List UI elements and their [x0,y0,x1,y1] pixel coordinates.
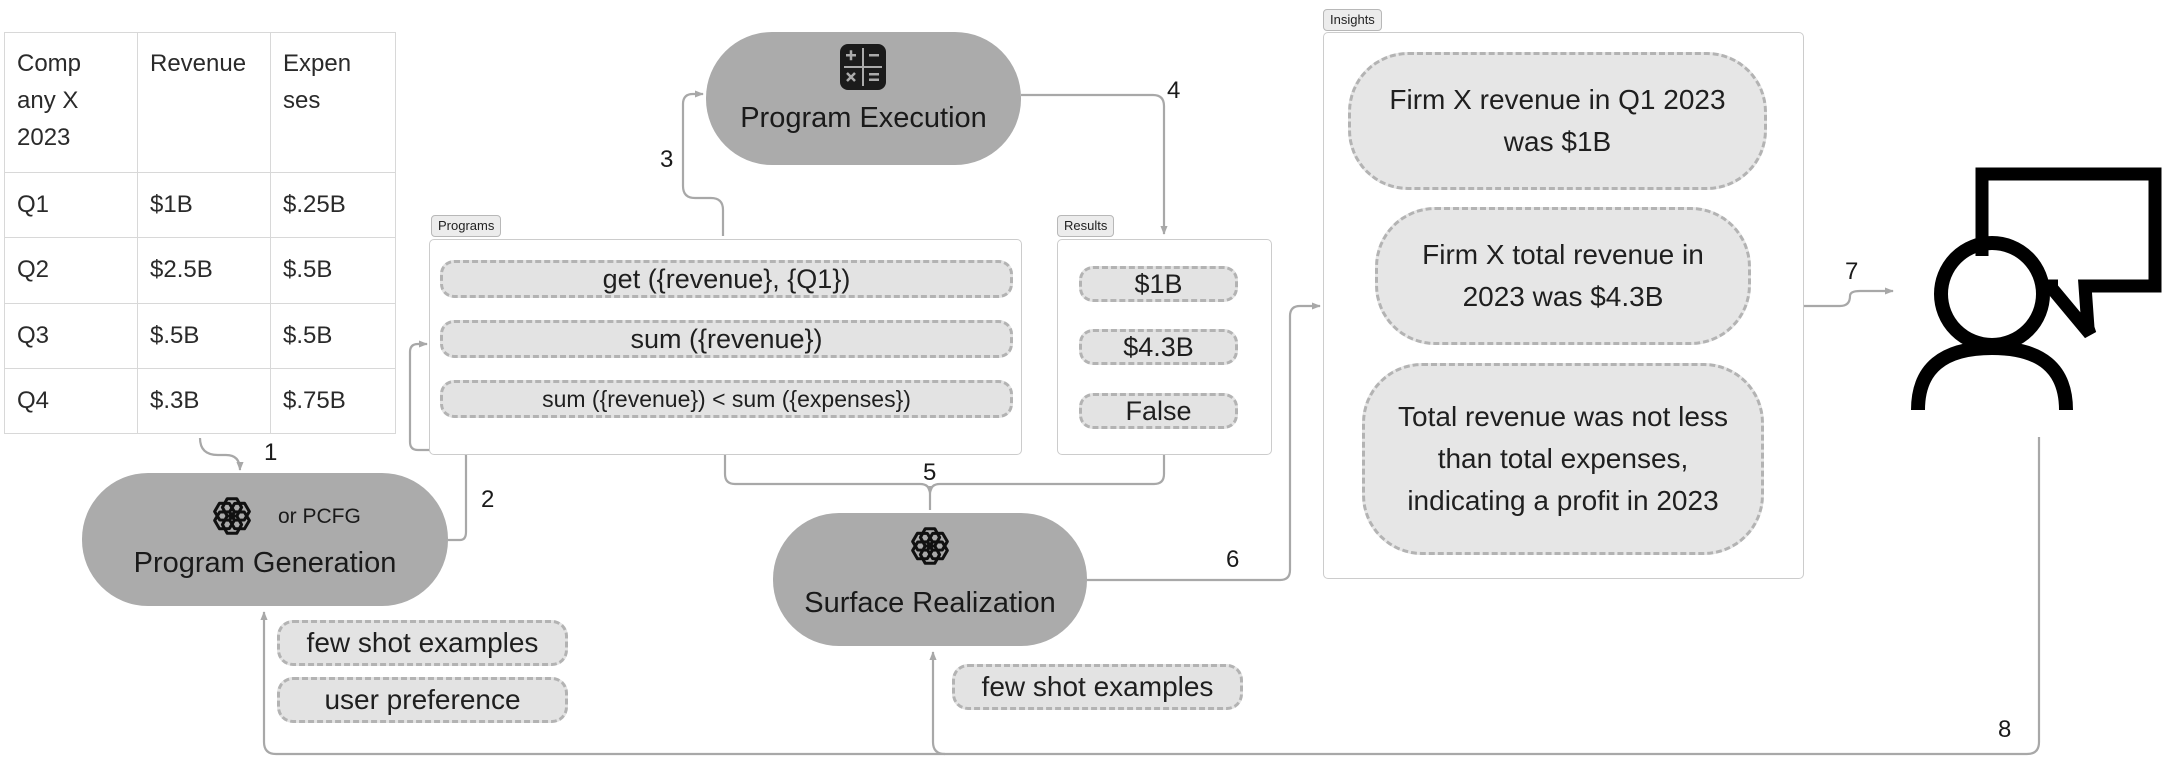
few-shot-examples-pill: few shot examples [277,620,568,666]
table-cell: $2.5B [137,237,271,304]
step-number: 6 [1226,546,1240,573]
table-cell: Q2 [4,237,138,304]
table-row: Q4 $.3B $.75B [4,367,396,435]
result-item: False [1079,393,1238,429]
programs-tag: Programs [431,215,502,237]
table-row: Q1 $1B $.25B [4,171,396,239]
table-cell: $1B [137,171,271,239]
arrow-1 [198,437,244,471]
result-item: $4.3B [1079,329,1238,365]
table-cell: Q4 [4,367,138,435]
table-header-cell: Expen ses [270,32,396,173]
openai-logo-icon [911,527,949,565]
user-speech-bubble-icon [1911,167,2162,411]
surface-realization-node: Surface Realization [773,513,1087,646]
table-cell: $.25B [270,171,396,239]
table-cell: Q3 [4,302,138,369]
few-shot-examples-pill: few shot examples [952,664,1243,710]
arrow-5 [723,455,1166,510]
arrow-4 [1021,93,1168,235]
step-number: 3 [660,146,674,173]
program-generation-node: or PCFG Program Generation [82,473,448,606]
table-header-row: Comp any X 2023 Revenue Expen ses [4,32,396,173]
arrow-8 [260,437,2041,756]
table-header-cell: Revenue [137,32,271,173]
openai-logo-icon [213,497,251,535]
surface-realization-title: Surface Realization [804,587,1056,619]
pcfg-label: or PCFG [278,505,361,528]
step-number: 8 [1998,716,2012,743]
step-number: 5 [923,459,937,486]
table-cell: $.5B [270,237,396,304]
step-number: 1 [264,439,278,466]
table-cell: Q1 [4,171,138,239]
calculator-icon [840,44,886,90]
arrow-7 [1804,287,1894,308]
table-cell: $.5B [270,302,396,369]
result-item: $1B [1079,266,1238,302]
results-tag: Results [1057,215,1115,237]
table-cell: $.3B [137,367,271,435]
financial-table: Comp any X 2023 Revenue Expen ses Q1 $1B… [4,32,396,435]
arrow-3 [681,90,725,236]
step-number: 2 [481,486,495,513]
insight-item: Firm X total revenue in 2023 was $4.3B [1375,207,1751,345]
table-row: Q2 $2.5B $.5B [4,237,396,304]
table-cell: $.5B [137,302,271,369]
table-cell: $.75B [270,367,396,435]
insight-item: Total revenue was not less than total ex… [1362,363,1764,555]
arrow-6 [1087,302,1321,582]
program-item: get ({revenue}, {Q1}) [440,260,1013,298]
program-item: sum ({revenue}) [440,320,1013,358]
program-execution-title: Program Execution [740,102,987,134]
table-row: Q3 $.5B $.5B [4,302,396,369]
insight-item: Firm X revenue in Q1 2023 was $1B [1348,52,1767,190]
step-number: 4 [1167,77,1181,104]
table-header-cell: Comp any X 2023 [4,32,138,173]
program-execution-node: Program Execution [706,32,1021,165]
arrow-8-branch [929,651,946,756]
step-number: 7 [1845,258,1859,285]
program-item: sum ({revenue}) < sum ({expenses}) [440,380,1013,418]
program-generation-title: Program Generation [133,547,397,579]
insights-tag: Insights [1323,9,1382,31]
user-preference-pill: user preference [277,677,568,723]
